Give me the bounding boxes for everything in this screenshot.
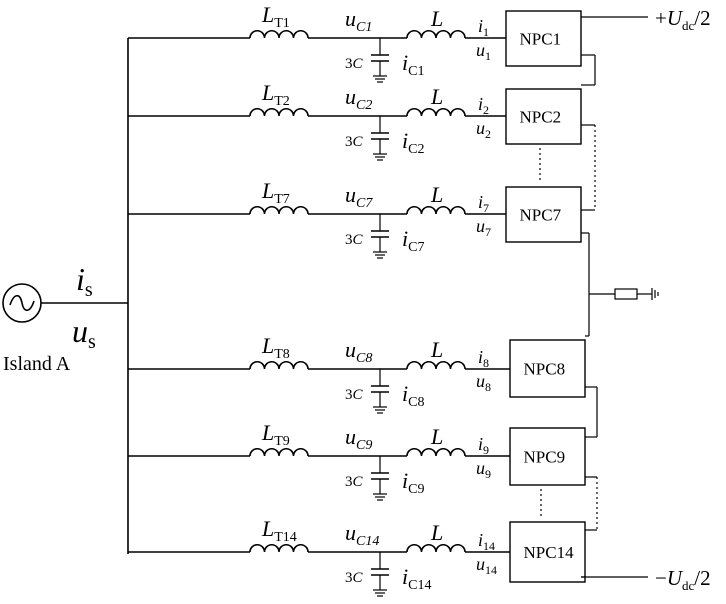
npc-label: NPC1 [520, 30, 562, 49]
ac-source [2, 283, 42, 323]
capacitor-current-label: iC1 [402, 50, 424, 79]
branch-voltage-label: u8 [476, 371, 491, 394]
filter-inductor [406, 544, 466, 553]
capacitor-voltage-label: uC14 [345, 520, 379, 549]
transformer-inductor-label: LT1 [261, 2, 290, 31]
dc-negative-label: −Udc/2 [655, 566, 711, 593]
capacitor-voltage-label: uC7 [345, 182, 373, 211]
capacitor-label: 3C [345, 570, 364, 586]
dc-positive-label: +Udc/2 [655, 6, 711, 33]
capacitor-current-label: iC2 [402, 128, 424, 157]
capacitor-current-label: iC9 [402, 468, 424, 497]
npc-label: NPC14 [524, 543, 575, 562]
transformer-inductor [249, 544, 309, 553]
transformer-inductor-label: LT14 [261, 516, 297, 545]
capacitor-label: 3C [345, 474, 364, 490]
npc-label: NPC9 [524, 448, 566, 467]
transformer-inductor [249, 206, 309, 215]
capacitor-voltage-label: uC9 [345, 424, 372, 453]
npc-links [539, 54, 598, 578]
filter-inductor [406, 206, 466, 215]
branch-current-label: i9 [478, 434, 489, 457]
capacitor-current-label: iC14 [402, 564, 431, 593]
branch-voltage-label: u7 [476, 216, 491, 239]
npc-block [509, 339, 586, 398]
branch-current-label: i8 [478, 347, 489, 370]
npc-block [509, 427, 586, 486]
filter-inductor-label: L [430, 520, 443, 545]
source-voltage-label: us [72, 313, 96, 353]
capacitor-voltage-label: uC1 [345, 6, 372, 35]
ground-resistor [614, 288, 638, 300]
transformer-inductor-label: LT7 [261, 178, 290, 207]
capacitor-label: 3C [345, 134, 364, 150]
npc-label: NPC2 [520, 108, 562, 127]
branch-voltage-label: u2 [476, 118, 491, 141]
transformer-inductor [249, 30, 309, 39]
capacitor-label: 3C [345, 232, 364, 248]
filter-inductor-label: L [430, 6, 443, 31]
transformer-inductor [249, 108, 309, 117]
capacitor-current-label: iC7 [402, 226, 424, 255]
island-label: Island A [3, 353, 71, 375]
filter-inductor [406, 108, 466, 117]
capacitor-label: 3C [345, 387, 364, 403]
branch-voltage-label: u1 [476, 40, 491, 63]
transformer-inductor [249, 448, 309, 457]
branch-current-label: i14 [478, 530, 495, 553]
transformer-inductor-label: LT8 [261, 333, 290, 362]
filter-inductor [406, 361, 466, 370]
capacitor-label: 3C [345, 56, 364, 72]
capacitor-current-label: iC8 [402, 381, 424, 410]
branch-voltage-label: u14 [476, 554, 497, 577]
filter-inductor-label: L [430, 337, 443, 362]
npc-block [509, 521, 586, 583]
transformer-inductor-label: LT9 [261, 420, 290, 449]
filter-inductor-label: L [430, 424, 443, 449]
branch-voltage-label: u9 [476, 458, 491, 481]
transformer-inductor-label: LT2 [261, 80, 290, 109]
filter-inductor [406, 30, 466, 39]
filter-inductor-label: L [430, 182, 443, 207]
npc-block [505, 10, 582, 67]
filter-inductor-label: L [430, 84, 443, 109]
capacitor-voltage-label: uC2 [345, 84, 372, 113]
source-current-label: is [76, 261, 93, 301]
npc-block [505, 186, 582, 243]
branch-current-label: i7 [478, 192, 489, 215]
capacitor-voltage-label: uC8 [345, 337, 372, 366]
branch-current-label: i1 [478, 16, 489, 39]
npc-block [505, 88, 582, 145]
ground-connection [589, 288, 659, 300]
branch-current-label: i2 [478, 94, 489, 117]
npc-label: NPC7 [520, 206, 562, 225]
npc-label: NPC8 [524, 360, 566, 379]
sine-icon [9, 294, 35, 312]
transformer-inductor [249, 361, 309, 370]
filter-inductor [406, 448, 466, 457]
